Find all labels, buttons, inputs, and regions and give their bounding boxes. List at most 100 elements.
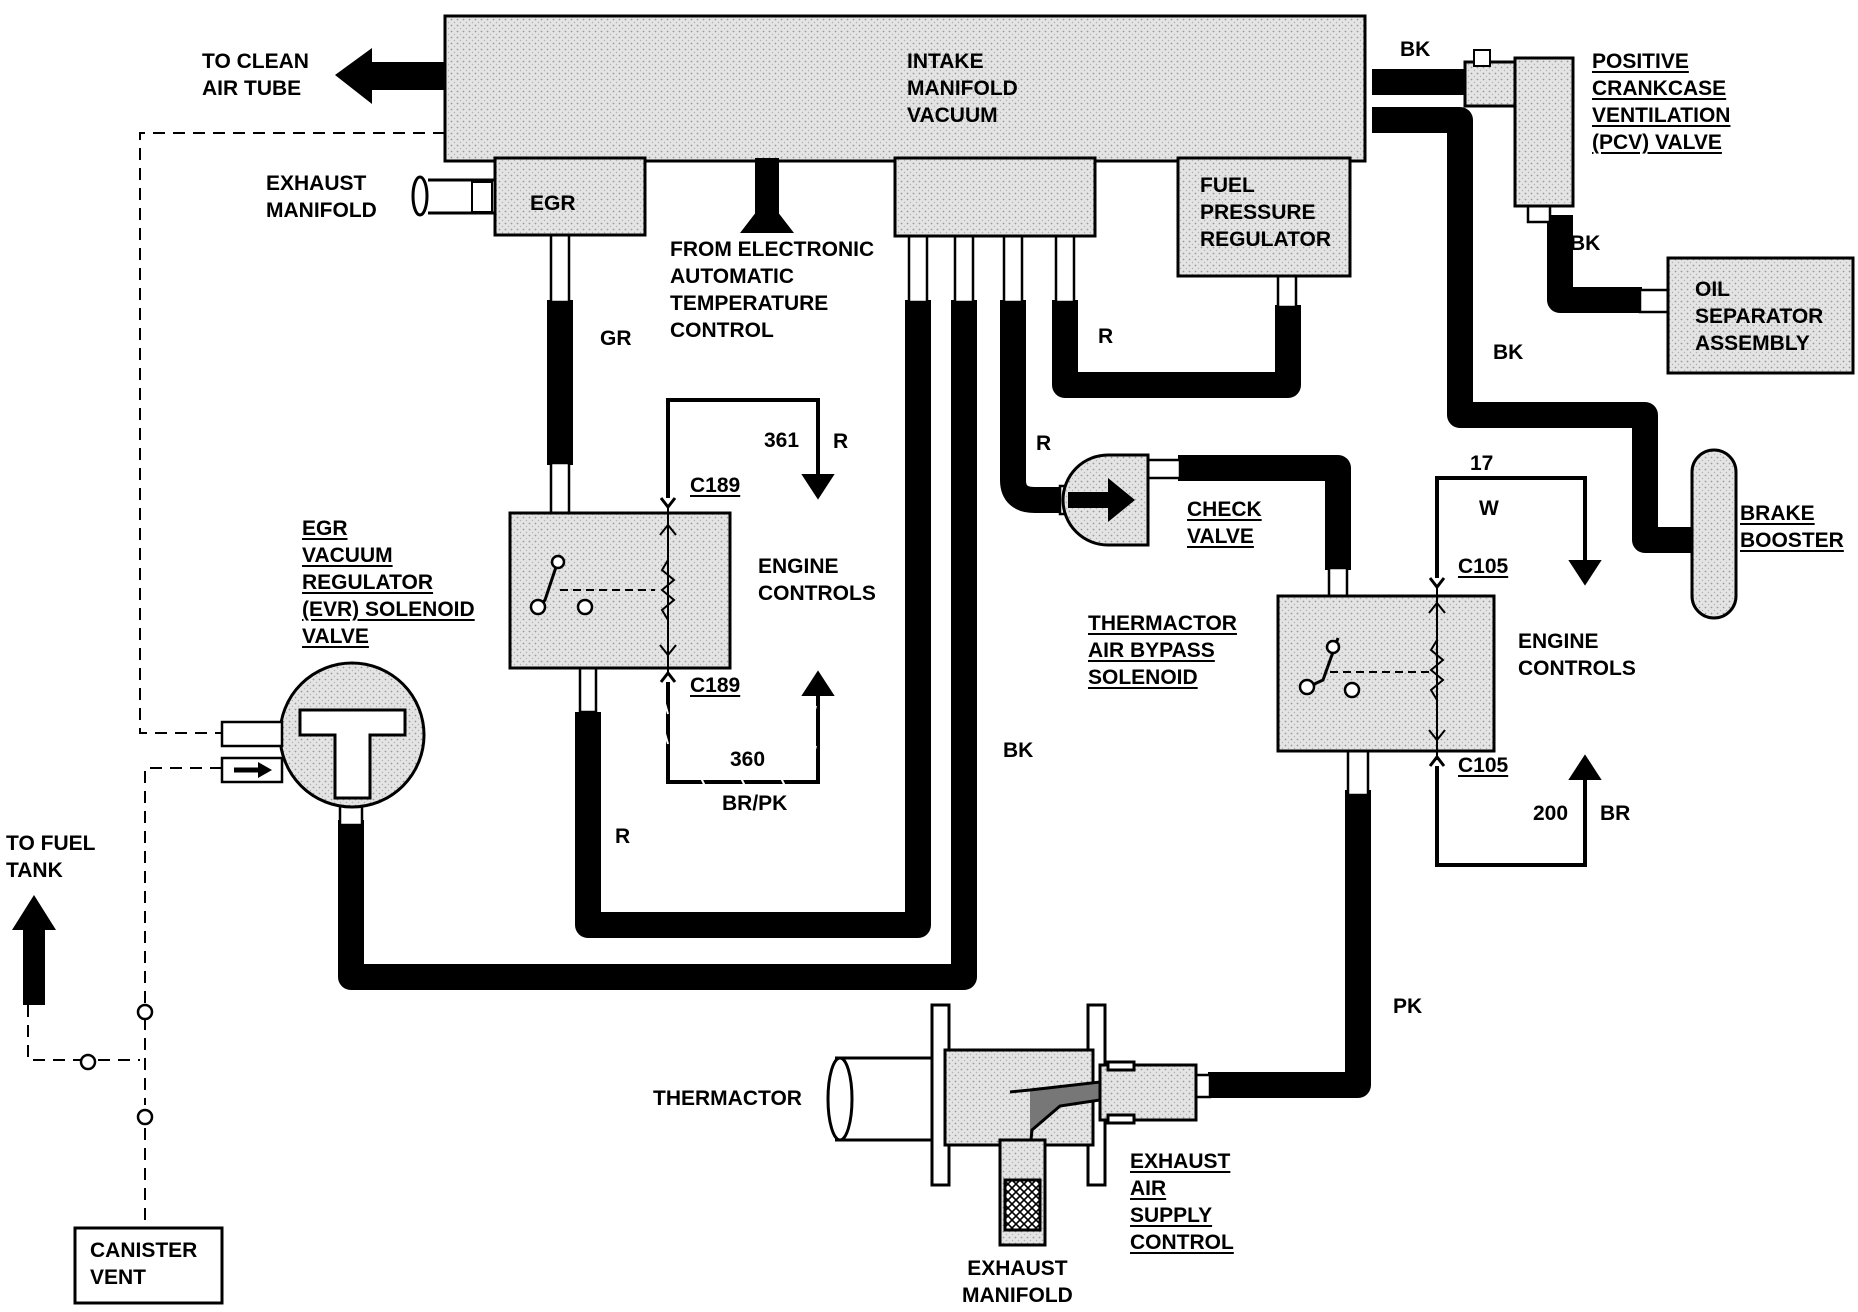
intake-manifold-label: INTAKE MANIFOLD VACUUM: [907, 48, 1018, 129]
exhaust-air-supply-label: EXHAUST AIR SUPPLY CONTROL: [1130, 1148, 1234, 1256]
label-line: VENTILATION: [1592, 104, 1731, 127]
hose-intake-to-evr-bk: [575, 300, 931, 938]
label-line: CHECK: [1187, 498, 1262, 521]
color-r-evr: R: [615, 825, 631, 848]
label-line: SUPPLY: [1130, 1204, 1213, 1227]
label-line: SOLENOID: [1088, 666, 1198, 689]
intake-manifold: [443, 14, 1367, 238]
vacuum-hoses: [338, 69, 1695, 1098]
label-line: EXHAUST: [1130, 1150, 1231, 1173]
label-line: VACUUM: [302, 544, 393, 567]
eatc-port: [740, 158, 794, 233]
label-line: EGR: [302, 517, 348, 540]
hose-intake-to-canister-bk: [338, 300, 977, 990]
color-r-361: R: [833, 430, 849, 453]
evr-solenoid-label: EGR VACUUM REGULATOR (EVR) SOLENOID VALV…: [302, 515, 475, 650]
label-line: AIR TUBE: [202, 77, 302, 100]
label-line: BOOSTER: [1740, 529, 1844, 552]
evr-solenoid: [508, 497, 732, 683]
color-bk-top: BK: [1400, 38, 1431, 61]
fuel-pressure-regulator: [1176, 156, 1352, 278]
label-line: ENGINE: [758, 555, 839, 578]
label-line: REGULATOR: [1200, 228, 1332, 251]
color-br-pk: BR/PK: [722, 792, 788, 815]
label-line: ASSEMBLY: [1695, 332, 1810, 355]
brake-booster-label: BRAKE BOOSTER: [1740, 500, 1844, 554]
color-bk-pcv: BK: [1570, 232, 1601, 255]
color-w: W: [1479, 497, 1499, 520]
pcv-valve: [1463, 49, 1575, 208]
color-r-check: R: [1036, 432, 1052, 455]
label-line: CONTROLS: [1518, 657, 1636, 680]
label-line: REGULATOR: [302, 571, 434, 594]
label-line: MANIFOLD: [266, 199, 377, 222]
hose-bypass-to-air-supply-pk: [1208, 790, 1371, 1098]
color-br: BR: [1600, 802, 1631, 825]
label-line: PRESSURE: [1200, 201, 1316, 224]
label-line: CONTROL: [1130, 1231, 1234, 1254]
label-line: POSITIVE: [1592, 50, 1689, 73]
label-line: CANISTER: [90, 1239, 198, 1262]
label-line: MANIFOLD: [962, 1284, 1073, 1307]
clean-air-arrow: [335, 48, 445, 104]
canister-purge-valve: [220, 661, 426, 809]
check-valve: [1061, 453, 1150, 547]
color-pk: PK: [1393, 995, 1423, 1018]
label-line: AIR: [1130, 1177, 1167, 1200]
vent-junctions: [79, 1003, 154, 1126]
connector-c105-top: C105: [1458, 555, 1509, 578]
brake-booster: [1690, 448, 1738, 620]
connector-c189-top: C189: [690, 474, 741, 497]
label-line: FUEL: [1200, 174, 1255, 197]
egr-valve-label: EGR: [530, 192, 576, 215]
to-fuel-tank-label: TO FUEL TANK: [6, 830, 95, 884]
color-bk-center: BK: [1003, 739, 1034, 762]
label-line: INTAKE: [907, 50, 984, 73]
thermactor-assembly: [826, 1003, 1198, 1247]
bypass-wiring: [1435, 476, 1602, 867]
label-line: CONTROLS: [758, 582, 876, 605]
label-line: VACUUM: [907, 104, 998, 127]
check-valve-label: CHECK VALVE: [1187, 496, 1262, 550]
pcv-valve-label: POSITIVE CRANKCASE VENTILATION (PCV) VAL…: [1592, 48, 1730, 156]
circuit-17: 17: [1470, 452, 1494, 475]
from-eatc-label: FROM ELECTRONIC AUTOMATIC TEMPERATURE CO…: [670, 236, 874, 344]
label-line: (EVR) SOLENOID: [302, 598, 475, 621]
label-line: TANK: [6, 859, 63, 882]
canister-vent-label: CANISTER VENT: [90, 1237, 197, 1291]
thermactor-air-bypass-solenoid: [1276, 577, 1496, 767]
hose-intake-to-check-valve-r: [1000, 300, 1068, 513]
hose-fuel-pressure-regulator-r: [1052, 300, 1301, 398]
label-line: CRANKCASE: [1592, 77, 1727, 100]
thermactor-label: THERMACTOR: [653, 1087, 802, 1110]
fuel-pressure-regulator-label: FUEL PRESSURE REGULATOR: [1200, 172, 1331, 253]
label-line: OIL: [1695, 278, 1730, 301]
engine-controls-right-label: ENGINE CONTROLS: [1518, 628, 1636, 682]
thermactor-bypass-label: THERMACTOR AIR BYPASS SOLENOID: [1088, 610, 1237, 691]
label-line: TO FUEL: [6, 832, 96, 855]
wire-360-stripe: [663, 699, 817, 789]
label-line: BRAKE: [1740, 502, 1815, 525]
label-line: SEPARATOR: [1695, 305, 1824, 328]
oil-separator-assembly: [1666, 256, 1855, 375]
circuit-361: 361: [764, 429, 800, 452]
circuit-200: 200: [1533, 802, 1569, 825]
canister-vent-box: [73, 1226, 224, 1305]
label-line: VALVE: [302, 625, 369, 648]
to-clean-air-tube-label: TO CLEAN AIR TUBE: [202, 48, 309, 102]
hose-pcv-to-oil-separator-bk: [1547, 215, 1642, 313]
exhaust-manifold-top-label: EXHAUST MANIFOLD: [266, 170, 377, 224]
color-gr: GR: [600, 327, 632, 350]
label-line: MANIFOLD: [907, 77, 1018, 100]
label-line: TEMPERATURE: [670, 292, 829, 315]
color-bk-brake: BK: [1493, 341, 1524, 364]
hose-check-valve-to-bypass: [1178, 455, 1351, 570]
connector-c189-bottom: C189: [690, 674, 741, 697]
label-line: AIR BYPASS: [1088, 639, 1215, 662]
label-line: THERMACTOR: [1088, 612, 1237, 635]
label-line: VALVE: [1187, 525, 1254, 548]
egr-valve: [411, 156, 647, 237]
color-r-fpr: R: [1098, 325, 1114, 348]
exhaust-manifold-bottom-label: EXHAUST MANIFOLD: [962, 1255, 1073, 1309]
